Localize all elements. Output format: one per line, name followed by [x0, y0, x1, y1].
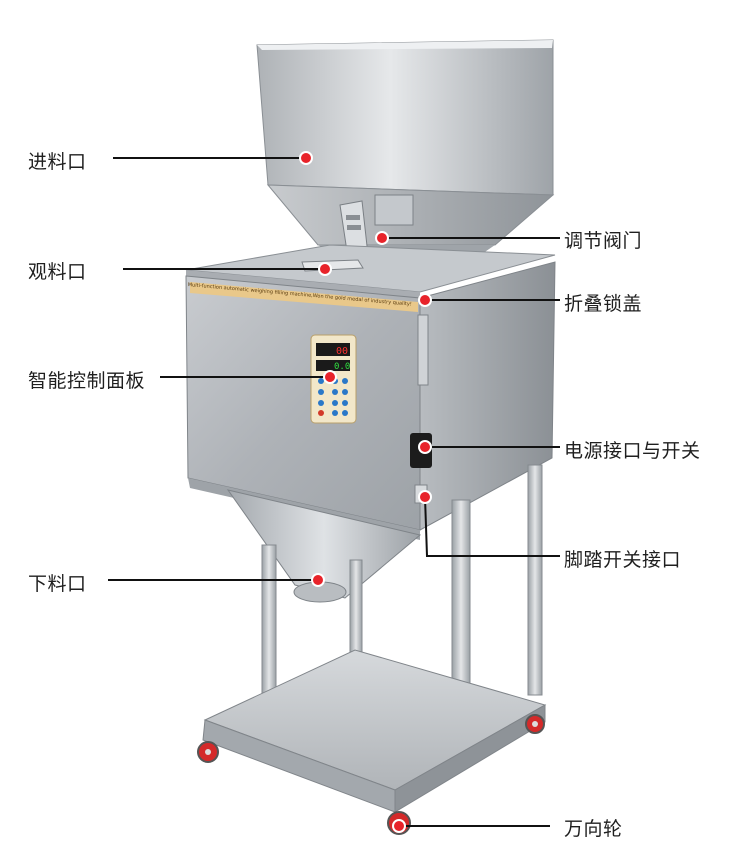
- marker-observation: [318, 262, 332, 276]
- marker-foot-switch: [418, 490, 432, 504]
- label-casters: 万向轮: [564, 818, 623, 840]
- body-top: [185, 244, 556, 298]
- marker-inlet: [299, 151, 313, 165]
- main-cabinet: [185, 261, 556, 540]
- marker-dots: [299, 151, 432, 833]
- marker-fold-lock-lid: [418, 293, 432, 307]
- label-outlet: 下料口: [28, 573, 87, 595]
- display-top: 00: [336, 346, 348, 357]
- label-power-socket-switch: 电源接口与开关: [564, 440, 701, 462]
- marker-power: [418, 440, 432, 454]
- label-observation: 观料口: [28, 261, 87, 283]
- marker-adjust-valve: [375, 231, 389, 245]
- base-tray: [202, 649, 547, 813]
- marker-outlet: [311, 573, 325, 587]
- label-adjust-valve: 调节阀门: [564, 230, 643, 252]
- callout-lines: [108, 157, 560, 827]
- label-fold-lock-lid: 折叠锁盖: [564, 293, 643, 315]
- display-bottom: 0.0: [334, 362, 350, 372]
- label-control-panel: 智能控制面板: [28, 370, 146, 392]
- marker-control-panel: [323, 370, 337, 384]
- marker-caster: [392, 819, 406, 833]
- label-inlet: 进料口: [28, 151, 87, 173]
- hopper: [256, 39, 555, 262]
- label-foot-switch-socket: 脚踏开关接口: [564, 549, 682, 571]
